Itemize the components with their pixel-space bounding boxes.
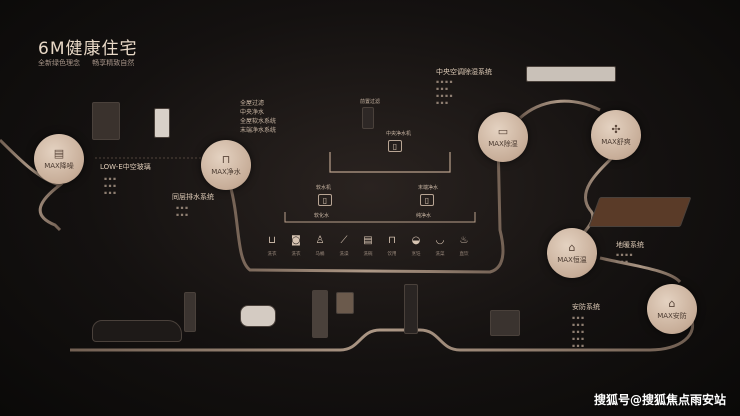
central-unit-icon: ▯ [388, 140, 402, 152]
node-comfort: ✣ MAX舒爽 [591, 110, 641, 160]
watermark: 搜狐号@搜狐焦点雨安站 [593, 393, 726, 407]
label-soft-water: 软化水 [314, 213, 330, 219]
car-illustration [92, 320, 182, 342]
intercom-illustration [490, 310, 520, 336]
gate-illustration [184, 292, 196, 332]
label-security: 安防系统 [572, 303, 600, 311]
label-terminal: 末端净水 [418, 185, 439, 191]
node-comfort-label: MAX舒爽 [601, 137, 631, 146]
dish-icon: ▤ [363, 235, 373, 246]
floor-heating-illustration [588, 197, 692, 227]
appliance-label: 洗碗 [363, 252, 373, 257]
bowl-icon: ◡ [435, 235, 445, 246]
appliance-label: 洗菜 [435, 252, 445, 257]
fan-icon: ✣ [611, 122, 621, 136]
node-noise-label: MAX降噪 [44, 161, 74, 170]
face-screen-illustration [336, 292, 354, 314]
shower-icon: ⟋ [340, 235, 348, 246]
tag-1: 全新绿色理念 [38, 59, 80, 67]
node-temp-label: MAX恒温 [557, 255, 587, 264]
washer-icon: ◙ [291, 235, 301, 246]
kiosk-illustration [312, 290, 328, 338]
subtitle: 全新绿色理念 畅享精致自然 [38, 58, 144, 68]
page-title: 6M健康住宅 [38, 39, 138, 59]
appliance-label: 洗衣 [291, 252, 301, 257]
cup-icon: ⊓ [388, 235, 396, 246]
water-item: 全屋软水系统 [240, 118, 277, 125]
appliance-label: 洗衣 [267, 252, 277, 257]
ac-desc: ▪ ▪ ▪ ▪▪ ▪ ▪▪ ▪ ▪ ▪▪ ▪ ▪ [436, 80, 453, 106]
ac-unit-illustration [526, 66, 616, 82]
node-temp: ⌂ MAX恒温 [547, 228, 597, 278]
water-item: 中央净水 [240, 109, 265, 116]
node-security-label: MAX安防 [657, 311, 687, 320]
water-list: 全屋过滤 中央净水 全屋软水系统 末端净水系统 [240, 99, 276, 135]
floor-heat-desc: ▪ ▪ ▪ ▪▪ ▪ ▪ [616, 253, 633, 265]
pot-icon: ◒ [411, 235, 421, 246]
appliance-label: 洗澡 [339, 252, 349, 257]
label-lowe: LOW-E中空玻璃 [100, 163, 151, 171]
appliance-label: 直饮 [459, 252, 469, 257]
appliance-label: 马桶 [315, 252, 325, 257]
node-humid-label: MAX除湿 [488, 139, 518, 148]
label-soft: 软水机 [316, 185, 332, 191]
camera-illustration [240, 305, 276, 327]
label-drain: 同层排水系统 [172, 193, 214, 201]
label-purified: 纯净水 [416, 213, 432, 219]
faucet-icon: ⊓ [221, 152, 231, 166]
terminal-icon: ▯ [420, 194, 434, 206]
drain-desc: ▪ ▪ ▪▪ ▪ ▪ [176, 206, 189, 218]
security-desc: ▪ ▪ ▪▪ ▪ ▪▪ ▪ ▪▪ ▪ ▪▪ ▪ ▪ [572, 316, 585, 349]
window-icon: ▤ [53, 146, 65, 160]
node-water: ⊓ MAX净水 [201, 140, 251, 190]
house-heat-icon: ⌂ [568, 240, 576, 254]
ac-icon: ▭ [497, 124, 509, 138]
appliance-label: 饮用 [387, 252, 397, 257]
label-central: 中央净水机 [386, 131, 412, 137]
lowe-desc: ▪ ▪ ▪▪ ▪ ▪▪ ▪ ▪ [104, 177, 117, 196]
label-ac: 中央空调除湿系统 [436, 68, 492, 76]
toilet-icon: ♙ [315, 235, 325, 246]
node-humid: ▭ MAX除湿 [478, 112, 528, 162]
label-floor-heat: 地暖系统 [616, 241, 644, 249]
label-pre-filter: 前置过滤 [360, 99, 381, 105]
toilet-illustration [154, 108, 170, 138]
filter-device [362, 107, 374, 129]
window-illustration [92, 102, 120, 140]
sink-icon: ⊔ [268, 235, 276, 246]
softener-icon: ▯ [318, 194, 332, 206]
water-item: 末端净水系统 [240, 127, 277, 134]
node-water-label: MAX净水 [211, 167, 241, 176]
appliance-label: 烹饪 [411, 252, 421, 257]
bottle-icon: ♨ [459, 235, 469, 246]
shield-house-icon: ⌂ [668, 296, 676, 310]
tag-2: 畅享精致自然 [92, 59, 135, 67]
node-noise: ▤ MAX降噪 [34, 134, 84, 184]
water-item: 全屋过滤 [240, 100, 265, 107]
node-security: ⌂ MAX安防 [647, 284, 697, 334]
door-lock-illustration [404, 284, 418, 334]
